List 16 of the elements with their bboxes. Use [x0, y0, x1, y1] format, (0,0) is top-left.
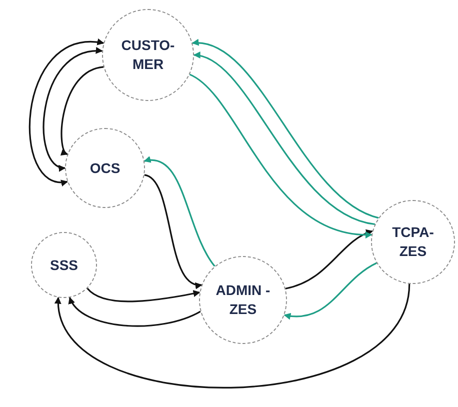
arrow: [189, 74, 372, 238]
node-label: CUSTO-MER: [120, 36, 176, 74]
arrow: [144, 174, 202, 288]
node-label: TCPA-ZES: [391, 223, 435, 261]
arrow: [28, 39, 104, 186]
node-label: OCS: [88, 158, 122, 178]
arrow: [86, 288, 200, 302]
arrow: [285, 230, 374, 290]
arrow: [144, 156, 216, 267]
arrow: [69, 296, 201, 327]
arrow: [56, 284, 410, 388]
arrow: [42, 48, 103, 170]
node-label: ADMIN - ZES: [214, 281, 272, 319]
arrow: [284, 262, 378, 320]
node-label: SSS: [48, 256, 79, 274]
arrow: [60, 66, 104, 155]
